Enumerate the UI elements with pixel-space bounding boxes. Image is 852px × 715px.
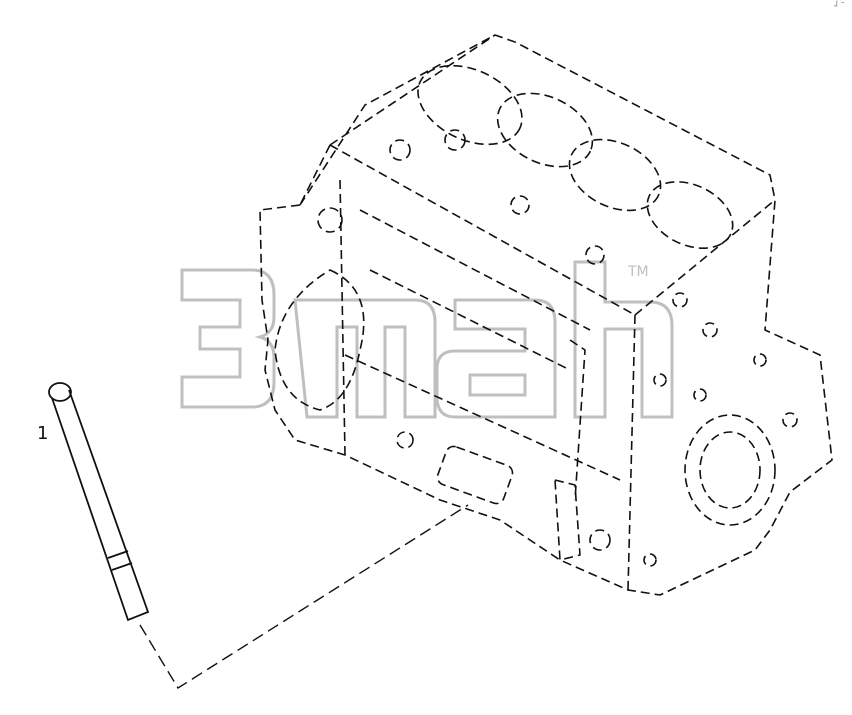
- callout-label-1: 1: [37, 423, 49, 444]
- pushrod-shaft: [51, 389, 150, 622]
- engine-block: [259, 34, 833, 596]
- cylinder-bore-4: [646, 181, 734, 249]
- leader-line: [139, 504, 469, 689]
- block-outline: [259, 34, 833, 596]
- oil-gallery: [344, 354, 621, 481]
- bolt-hole: [693, 388, 707, 402]
- oil-filter-mount: [554, 479, 581, 561]
- bolt-hole: [702, 322, 718, 338]
- pushrod-collar: [107, 550, 133, 571]
- part-1-pushrod: [48, 382, 150, 622]
- watermark-letter-a: [435, 298, 557, 419]
- gear-case-flange: [274, 269, 365, 411]
- cover-plate: [436, 445, 514, 505]
- cylinder-bore-3: [568, 138, 662, 212]
- bolt-hole: [396, 431, 414, 449]
- bolt-hole: [643, 553, 657, 567]
- bolt-hole: [317, 207, 343, 233]
- front-edge: [627, 314, 636, 591]
- watermark: TM: [180, 260, 674, 419]
- bolt-hole: [589, 529, 611, 551]
- bolt-hole: [444, 129, 466, 151]
- watermark-letter-m: [293, 298, 437, 419]
- watermark-letter-3: [180, 268, 276, 409]
- head-deck-edge: [329, 34, 776, 316]
- crankshaft-bore-inner: [699, 431, 761, 509]
- watermark-trademark: TM: [627, 264, 649, 280]
- corner-mark: ┘˜: [834, 2, 846, 12]
- side-rib-top: [359, 209, 591, 331]
- bolt-hole: [653, 373, 667, 387]
- bolt-hole: [389, 139, 411, 161]
- pushrod-ball-end: [48, 382, 72, 402]
- side-rib-bottom: [369, 269, 571, 371]
- bolt-hole: [672, 292, 688, 308]
- cylinder-bore-2: [496, 92, 594, 168]
- watermark-letter-h: [573, 260, 674, 419]
- bolt-hole: [585, 245, 605, 265]
- bolt-hole: [753, 353, 767, 367]
- crankshaft-bore: [684, 414, 776, 526]
- bolt-hole: [510, 195, 530, 215]
- dipstick-tube: [569, 339, 586, 501]
- bolt-hole: [782, 412, 798, 428]
- cylinder-bore-1: [417, 64, 523, 146]
